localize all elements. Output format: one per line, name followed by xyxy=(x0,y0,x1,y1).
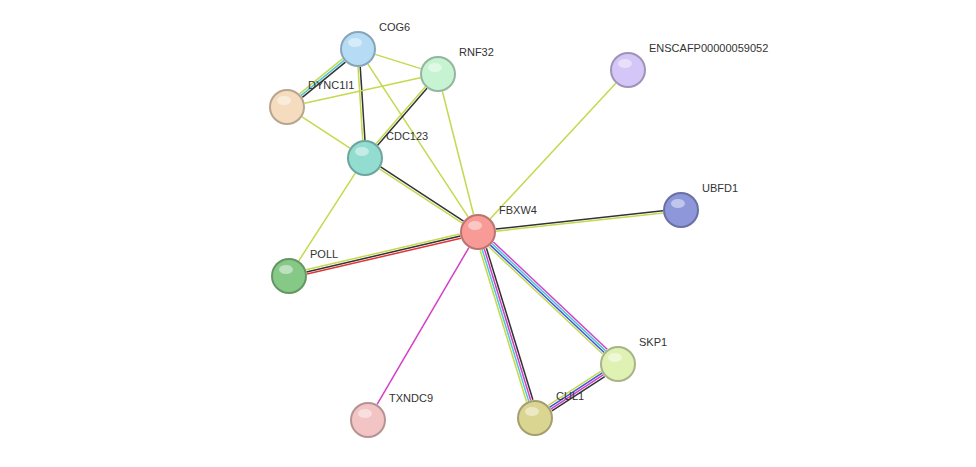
evidence-line xyxy=(548,371,601,405)
node-label: RNF32 xyxy=(459,46,494,58)
node-highlight xyxy=(355,147,369,156)
interaction-edge xyxy=(548,371,604,411)
interaction-edge xyxy=(302,117,350,148)
protein-node: FBXW4 xyxy=(460,214,496,250)
evidence-line xyxy=(490,245,604,352)
node-highlight xyxy=(525,407,539,416)
evidence-line xyxy=(305,78,421,103)
protein-node: POLL xyxy=(271,258,307,294)
evidence-line xyxy=(489,247,603,354)
evidence-line xyxy=(549,373,602,407)
interaction-edge xyxy=(442,91,473,214)
protein-node: ENSCAFP00000059052 xyxy=(610,52,646,88)
protein-node: UBFD1 xyxy=(663,192,699,228)
evidence-line xyxy=(379,169,462,223)
interaction-edge xyxy=(490,83,616,219)
protein-node: RNF32 xyxy=(420,56,456,92)
node-label: COG6 xyxy=(379,21,410,33)
node-label: FBXW4 xyxy=(499,204,537,216)
protein-node: SKP1 xyxy=(600,346,636,382)
node-label: DYNC1I1 xyxy=(308,79,354,91)
evidence-line xyxy=(486,248,532,400)
node-highlight xyxy=(608,353,622,362)
evidence-line xyxy=(493,242,607,349)
evidence-line xyxy=(490,83,616,219)
protein-node: TXNDC9 xyxy=(350,402,386,438)
protein-node: COG6 xyxy=(340,31,376,67)
node-label: CDC123 xyxy=(386,130,428,142)
interaction-edge xyxy=(358,67,365,140)
evidence-line xyxy=(306,234,460,270)
interaction-edge xyxy=(299,173,356,261)
node-highlight xyxy=(618,59,632,68)
node-highlight xyxy=(428,63,442,72)
node-highlight xyxy=(671,199,685,208)
evidence-line xyxy=(375,54,421,68)
node-highlight xyxy=(348,38,362,47)
evidence-line xyxy=(299,173,356,261)
protein-node: CUL1 xyxy=(517,400,553,436)
node-highlight xyxy=(279,265,293,274)
protein-node: DYNC1I1 xyxy=(269,89,305,125)
node-label: POLL xyxy=(310,248,338,260)
evidence-line xyxy=(442,91,473,214)
node-highlight xyxy=(277,96,291,105)
node-highlight xyxy=(468,221,482,230)
interaction-edge xyxy=(379,167,463,223)
evidence-line xyxy=(552,377,605,411)
interaction-edge xyxy=(305,78,421,103)
protein-node: CDC123 xyxy=(347,140,383,176)
interaction-edge xyxy=(306,234,461,274)
node-label: CUL1 xyxy=(556,390,584,402)
interaction-edge xyxy=(300,59,346,98)
evidence-line xyxy=(307,236,461,272)
node-label: ENSCAFP00000059052 xyxy=(649,42,768,54)
evidence-line xyxy=(551,375,604,409)
evidence-line xyxy=(358,67,363,140)
evidence-line xyxy=(492,244,606,351)
evidence-line xyxy=(381,167,464,221)
interaction-edge xyxy=(377,248,469,405)
node-label: SKP1 xyxy=(639,336,667,348)
evidence-line xyxy=(307,238,461,274)
node-label: TXNDC9 xyxy=(389,392,433,404)
interaction-edge xyxy=(375,54,421,68)
evidence-line xyxy=(377,248,469,405)
node-highlight xyxy=(358,409,372,418)
node-label: UBFD1 xyxy=(702,182,738,194)
interaction-edge xyxy=(489,242,607,354)
evidence-line xyxy=(302,117,350,148)
